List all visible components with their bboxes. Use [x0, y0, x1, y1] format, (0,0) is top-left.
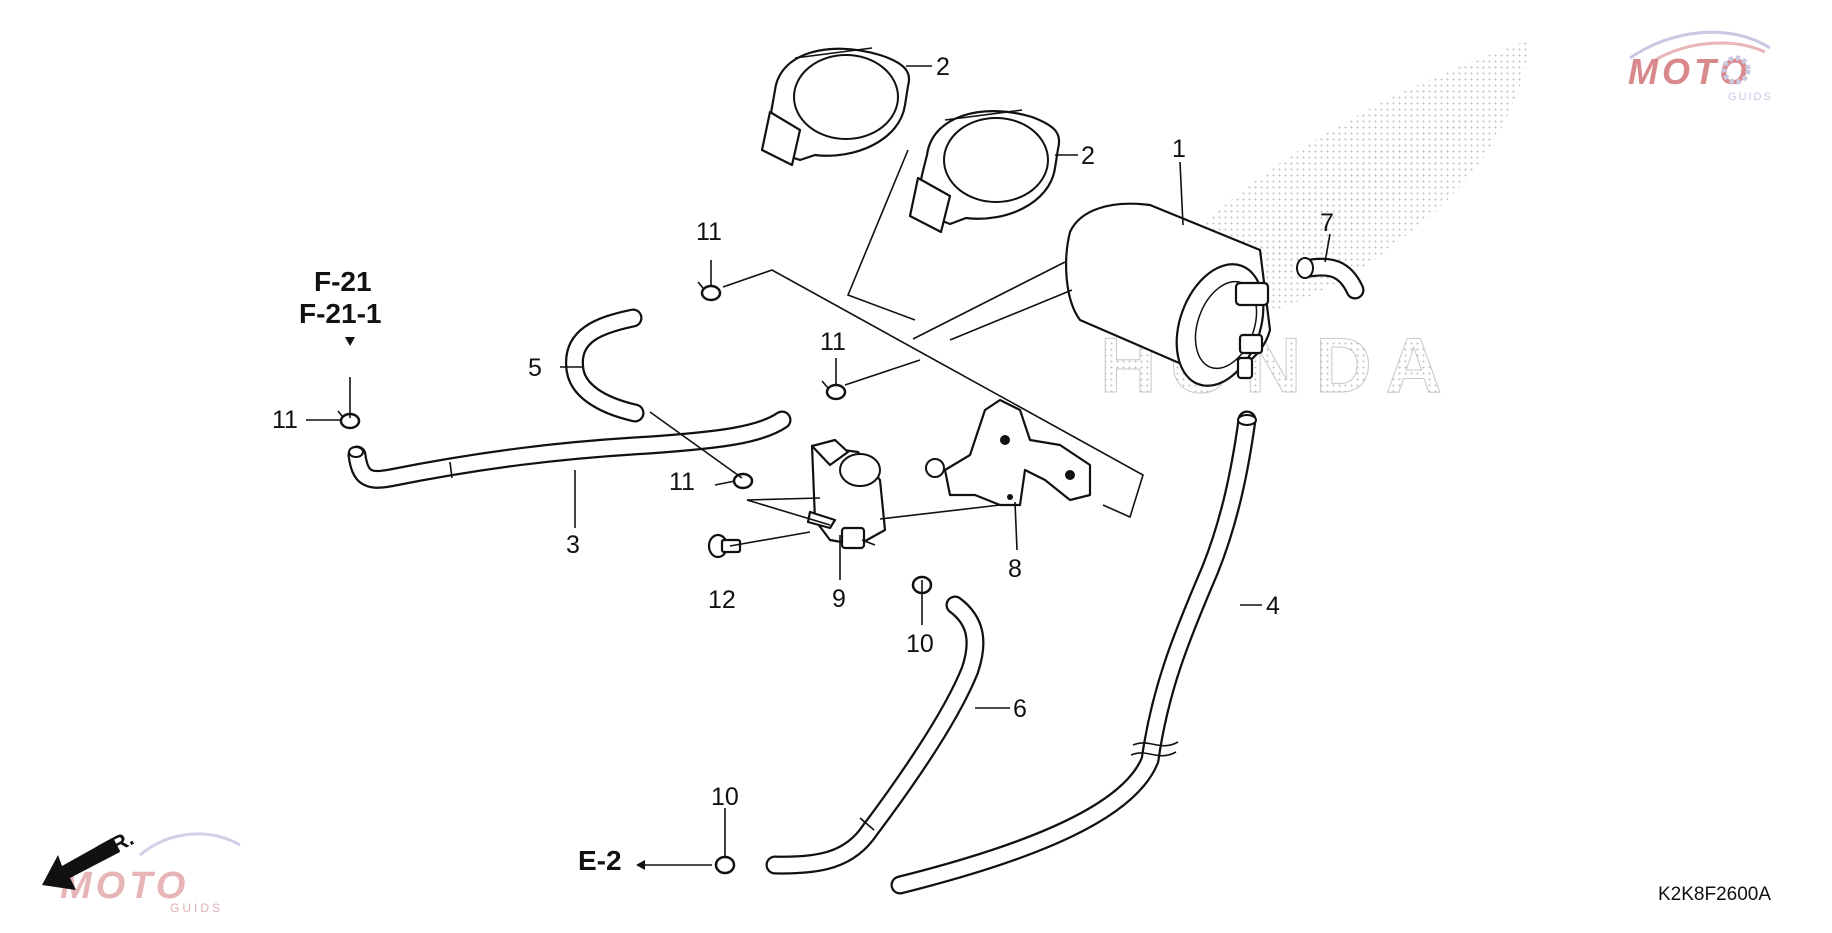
hose-6	[765, 595, 985, 875]
logo-subtext-bottom: GUIDS	[170, 901, 223, 915]
clip-11a	[697, 281, 722, 302]
callout-2a: 2	[936, 53, 950, 81]
callout-12: 12	[708, 586, 736, 614]
callout-1: 1	[1172, 135, 1186, 163]
callout-11b: 11	[820, 328, 846, 356]
clamp-upper	[760, 47, 911, 167]
arrow-up-icon	[345, 337, 355, 346]
purge-solenoid-valve	[806, 438, 887, 550]
bolt	[707, 533, 742, 559]
logo-subtext: GUIDS	[1728, 91, 1773, 103]
ref-f21: F-21	[314, 266, 372, 297]
hose-3	[347, 410, 792, 489]
clip-11d	[732, 472, 754, 490]
callout-11a: 11	[696, 218, 722, 246]
callout-11d: 11	[669, 468, 695, 496]
callout-6: 6	[1013, 695, 1027, 723]
moto-guids-logo: MOTO GUIDS	[1628, 30, 1773, 103]
ref-f211: F-21-1	[299, 298, 381, 329]
clip-11c	[337, 410, 361, 430]
moto-guids-logo-bottom: MOTO GUIDS	[60, 832, 241, 915]
ref-e2: E-2	[578, 845, 622, 876]
clamp-lower	[908, 109, 1061, 234]
logo-text: MOTO	[1628, 51, 1751, 92]
arrow-left-icon	[636, 860, 645, 870]
callout-10b: 10	[711, 783, 739, 811]
callout-10a: 10	[906, 630, 934, 658]
callout-3: 3	[566, 531, 580, 559]
clip-10b	[714, 855, 736, 875]
elbow-hose	[1296, 257, 1365, 300]
callout-2b: 2	[1081, 142, 1095, 170]
callout-7: 7	[1320, 209, 1334, 237]
leader-lines	[306, 65, 1331, 866]
callout-9: 9	[832, 585, 846, 613]
clip-11b	[821, 380, 847, 401]
gear-icon	[1721, 55, 1751, 85]
mounting-bracket	[925, 398, 1092, 507]
callout-5: 5	[528, 354, 542, 382]
callout-8: 8	[1008, 555, 1022, 583]
diagram-code: K2K8F2600A	[1658, 884, 1771, 905]
callout-4: 4	[1266, 592, 1280, 620]
evap-canister	[1065, 202, 1272, 387]
hose-4	[890, 410, 1257, 895]
callout-11c: 11	[272, 406, 298, 434]
hose-5	[564, 308, 645, 423]
